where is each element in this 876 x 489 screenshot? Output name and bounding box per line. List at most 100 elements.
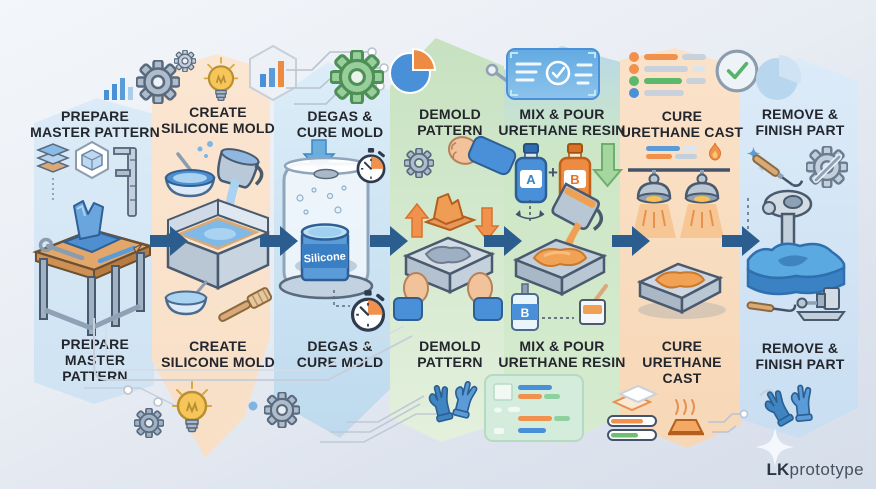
step-title-top-1: PREPARE MASTER PATTERN bbox=[30, 108, 160, 140]
bottle-a-label: A bbox=[526, 172, 536, 187]
hand-left bbox=[393, 272, 429, 321]
bottle-b2-label: B bbox=[521, 306, 530, 320]
step-label-bottom-7: REMOVE & FINISH PART bbox=[735, 340, 865, 372]
step-title-line: CURE bbox=[661, 108, 703, 124]
flow-arrow-2 bbox=[260, 226, 298, 256]
step-title-line: PREPARE bbox=[60, 108, 130, 124]
step-title-top-4: DEMOLD PATTERN bbox=[385, 106, 515, 138]
step-label-line: CURE MOLD bbox=[296, 354, 384, 370]
flow-arrow-1 bbox=[150, 226, 188, 256]
step-label-bottom-3: DEGAS & CURE MOLD bbox=[275, 338, 405, 370]
hand-arm bbox=[447, 135, 517, 176]
progress-pill bbox=[607, 429, 657, 441]
heat-lamp-icon bbox=[632, 170, 676, 238]
checklist-icon bbox=[629, 52, 706, 98]
brand-logo: LKprototype bbox=[766, 460, 864, 480]
spec-card-icon bbox=[484, 374, 584, 442]
open-mold-box bbox=[166, 198, 270, 290]
layered-sheets-icon bbox=[35, 143, 71, 173]
step-label-line: FINISH PART bbox=[755, 356, 845, 372]
pie-chart-icon-light bbox=[756, 54, 802, 100]
step-title-line: SILICONE MOLD bbox=[161, 120, 275, 136]
step-label-bottom-1: PREPARE MASTER PATTERN bbox=[30, 336, 160, 384]
checklist-panel-icon bbox=[506, 48, 600, 100]
cube-icon bbox=[75, 140, 109, 180]
resin-mold bbox=[512, 238, 608, 297]
step-title-line: PATTERN bbox=[417, 122, 483, 138]
step-label-line: CREATE bbox=[189, 338, 247, 354]
curing-mold bbox=[636, 262, 726, 319]
flow-arrow-3 bbox=[370, 226, 408, 256]
flow-arrow-5 bbox=[612, 226, 650, 256]
flame-icon bbox=[709, 142, 721, 161]
flexible-mold-block bbox=[746, 242, 846, 296]
gear-icon-green bbox=[330, 50, 384, 104]
step-title-line: CURE MOLD bbox=[296, 124, 384, 140]
heat-lamp-icon bbox=[680, 170, 724, 238]
rotation-axis bbox=[515, 200, 545, 224]
cure-status-icons bbox=[607, 384, 749, 441]
flow-arrow-4 bbox=[484, 226, 522, 256]
lightbulb-icon bbox=[171, 380, 213, 433]
silicone-can-label: Silicone bbox=[303, 251, 346, 266]
step-label-line: URETHANE bbox=[642, 354, 722, 370]
finish-part-illustration bbox=[746, 146, 848, 321]
brand-logo-rest: prototype bbox=[789, 460, 864, 479]
lightbulb-icon bbox=[203, 56, 239, 102]
step-title-top-7: REMOVE & FINISH PART bbox=[735, 106, 865, 138]
step-title-line: MIX & POUR bbox=[519, 106, 605, 122]
brand-logo-bold: LK bbox=[766, 460, 790, 479]
silicone-can: Silicone bbox=[300, 223, 350, 282]
progress-pill bbox=[607, 415, 657, 427]
step-title-line: DEMOLD bbox=[419, 106, 481, 122]
hexagon-chart-icon bbox=[249, 44, 297, 102]
pencil-icon bbox=[97, 242, 144, 264]
demold-illustration bbox=[393, 135, 517, 321]
silicone-mold-illustration bbox=[164, 141, 273, 322]
step-label-line: REMOVE & bbox=[761, 340, 839, 356]
gear-icon bbox=[134, 408, 164, 438]
step-label-line: DEMOLD bbox=[419, 338, 481, 354]
pick-tool-icon bbox=[746, 301, 797, 313]
mixing-cup-icon bbox=[579, 284, 608, 325]
cure-cast-illustration bbox=[628, 142, 730, 319]
step-label-line: MIX & POUR bbox=[519, 338, 605, 354]
up-arrow-icon bbox=[404, 202, 430, 238]
wrench-icon bbox=[38, 237, 85, 261]
step-label-line: CURE bbox=[661, 338, 703, 354]
master-pattern-illustration bbox=[32, 140, 154, 336]
step-label-line: SILICONE MOLD bbox=[161, 354, 275, 370]
step-label-bottom-4: DEMOLD PATTERN bbox=[385, 338, 515, 370]
mix-pour-illustration: A + B bbox=[511, 143, 624, 331]
bar-chart-icon bbox=[104, 78, 133, 100]
mixing-bowl-icon bbox=[164, 152, 216, 198]
mold-block bbox=[402, 236, 496, 294]
step-label-line: DEGAS & bbox=[307, 338, 373, 354]
step-title-line: FINISH PART bbox=[755, 122, 845, 138]
step-title-line: URETHANE RESIN bbox=[498, 122, 626, 138]
stopwatch-icon bbox=[356, 148, 386, 184]
step-label-line: CAST bbox=[662, 370, 702, 386]
layered-sheets-icon bbox=[611, 384, 659, 412]
spatula-icon bbox=[218, 287, 273, 322]
gear-icon bbox=[264, 392, 300, 428]
bubbles bbox=[296, 185, 347, 215]
vise-icon bbox=[796, 287, 846, 321]
step-title-line: DEGAS & bbox=[307, 108, 373, 124]
flow-arrow-6 bbox=[722, 226, 760, 256]
gloves-icon bbox=[759, 383, 815, 429]
heat-pad-icon bbox=[668, 399, 704, 436]
pick-tool-icon bbox=[752, 154, 804, 187]
gear-icon bbox=[136, 50, 196, 104]
gloves-icon bbox=[425, 378, 479, 424]
circuit-trace-icon bbox=[84, 318, 413, 412]
bottle-a-icon: A bbox=[514, 143, 548, 204]
resin-pitcher-icon bbox=[551, 182, 604, 231]
gear-icon bbox=[404, 148, 434, 178]
bottle-b2-icon: B bbox=[511, 283, 539, 331]
step-title-line: REMOVE & bbox=[761, 106, 839, 122]
step-title-line: CREATE bbox=[189, 104, 247, 120]
pouring-pitcher-icon bbox=[216, 148, 264, 189]
step-label-line: PATTERN bbox=[417, 354, 483, 370]
step-label-bottom-6: CURE URETHANE CAST bbox=[617, 338, 747, 386]
